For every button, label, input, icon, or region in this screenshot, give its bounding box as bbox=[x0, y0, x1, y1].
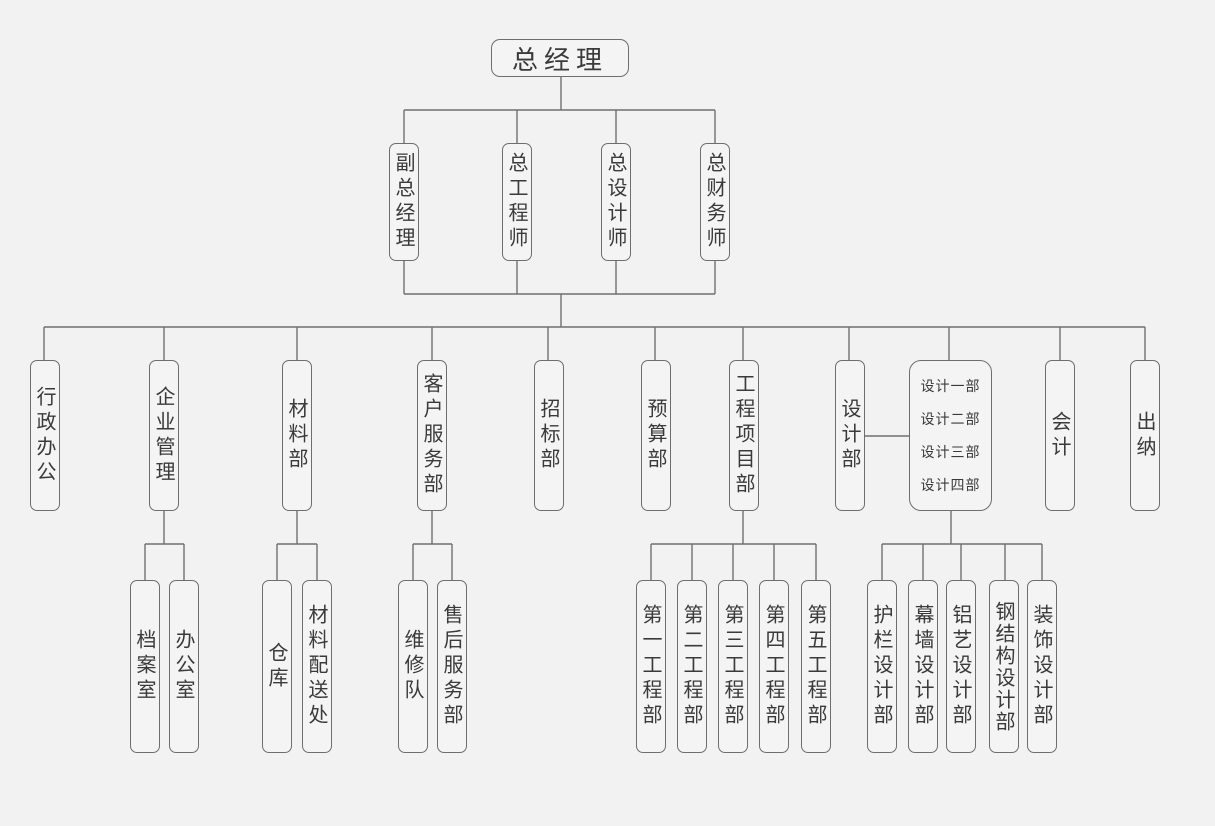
node-bidding: 招标部 bbox=[534, 360, 564, 511]
design-unit-2: 设计二部 bbox=[920, 412, 981, 428]
node-accounting: 会计 bbox=[1045, 360, 1075, 511]
node-label: 行政办公 bbox=[33, 385, 57, 486]
node-customer-service: 客户服务部 bbox=[417, 360, 447, 511]
node-office: 办公室 bbox=[169, 580, 199, 753]
node-label: 第五工程部 bbox=[804, 604, 828, 729]
node-decoration-design: 装饰设计部 bbox=[1027, 580, 1057, 753]
node-label: 维修队 bbox=[401, 629, 425, 704]
node-railing-design: 护栏设计部 bbox=[867, 580, 897, 753]
node-engineering-5: 第五工程部 bbox=[801, 580, 831, 753]
node-after-sales: 售后服务部 bbox=[437, 580, 467, 753]
node-admin-office: 行政办公 bbox=[30, 360, 60, 511]
node-label: 总工程师 bbox=[505, 152, 529, 252]
node-label: 总经理 bbox=[511, 45, 608, 76]
node-curtain-wall-design: 幕墙设计部 bbox=[908, 580, 938, 753]
node-label: 材料部 bbox=[285, 398, 309, 473]
node-repair-team: 维修队 bbox=[398, 580, 428, 753]
node-design-units: 设计一部 设计二部 设计三部 设计四部 bbox=[909, 360, 992, 511]
node-archives: 档案室 bbox=[130, 580, 160, 753]
node-material-delivery: 材料配送处 bbox=[302, 580, 332, 753]
design-unit-1: 设计一部 bbox=[920, 379, 981, 395]
node-label: 材料配送处 bbox=[305, 604, 329, 729]
node-label: 办公室 bbox=[172, 629, 196, 704]
node-steel-structure-design: 钢结构设计部 bbox=[989, 580, 1019, 753]
node-label: 铝艺设计部 bbox=[949, 604, 973, 729]
node-engineering-3: 第三工程部 bbox=[718, 580, 748, 753]
node-label: 第四工程部 bbox=[762, 604, 786, 729]
node-cashier: 出纳 bbox=[1130, 360, 1160, 511]
node-label: 护栏设计部 bbox=[870, 604, 894, 729]
node-enterprise-mgmt: 企业管理 bbox=[149, 360, 179, 511]
node-budget: 预算部 bbox=[641, 360, 671, 511]
node-deputy-gm: 副总经理 bbox=[389, 143, 419, 261]
design-unit-3: 设计三部 bbox=[920, 445, 981, 461]
node-label: 仓库 bbox=[265, 641, 289, 692]
node-chief-designer: 总设计师 bbox=[601, 143, 631, 261]
node-label: 客户服务部 bbox=[420, 373, 444, 498]
node-label: 第二工程部 bbox=[680, 604, 704, 729]
node-label: 幕墙设计部 bbox=[911, 604, 935, 729]
node-label: 会计 bbox=[1048, 410, 1072, 461]
node-warehouse: 仓库 bbox=[262, 580, 292, 753]
node-chief-engineer: 总工程师 bbox=[502, 143, 532, 261]
node-label: 副总经理 bbox=[392, 152, 416, 252]
node-label: 工程项目部 bbox=[732, 373, 756, 498]
node-label: 总财务师 bbox=[703, 152, 727, 252]
node-label: 档案室 bbox=[133, 629, 157, 704]
node-engineering-2: 第二工程部 bbox=[677, 580, 707, 753]
node-label: 第三工程部 bbox=[721, 604, 745, 729]
node-engineering-1: 第一工程部 bbox=[636, 580, 666, 753]
node-label: 设计部 bbox=[838, 398, 862, 473]
design-unit-4: 设计四部 bbox=[920, 478, 981, 494]
node-design: 设计部 bbox=[835, 360, 865, 511]
node-aluminum-design: 铝艺设计部 bbox=[946, 580, 976, 753]
node-label: 装饰设计部 bbox=[1030, 604, 1054, 729]
node-projects: 工程项目部 bbox=[729, 360, 759, 511]
node-cfo: 总财务师 bbox=[700, 143, 730, 261]
node-label: 出纳 bbox=[1133, 410, 1157, 461]
node-label: 钢结构设计部 bbox=[992, 600, 1016, 733]
node-label: 总设计师 bbox=[604, 152, 628, 252]
node-engineering-4: 第四工程部 bbox=[759, 580, 789, 753]
node-general-manager: 总经理 bbox=[491, 39, 629, 77]
node-label: 预算部 bbox=[644, 398, 668, 473]
node-label: 售后服务部 bbox=[440, 604, 464, 729]
node-label: 企业管理 bbox=[152, 385, 176, 486]
node-materials: 材料部 bbox=[282, 360, 312, 511]
node-label: 第一工程部 bbox=[639, 604, 663, 729]
node-label: 招标部 bbox=[537, 398, 561, 473]
